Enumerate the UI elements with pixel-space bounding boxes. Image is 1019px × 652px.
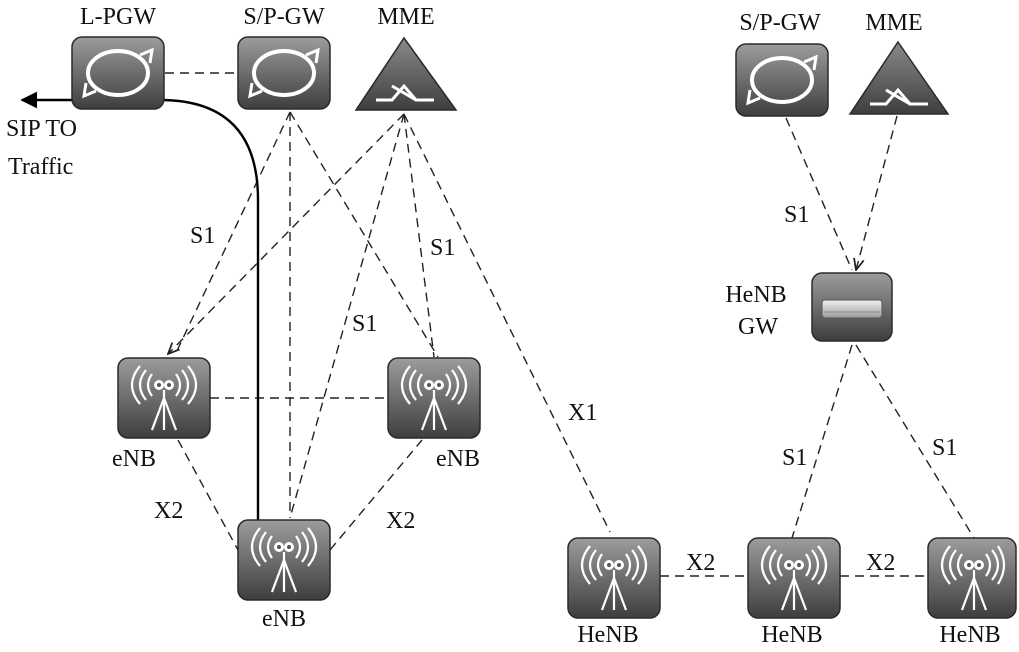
link-mme-henb [403, 113, 611, 533]
link-spgw-enb-right [289, 111, 439, 358]
mme-right-label: MME [865, 10, 922, 36]
link-label-s1-right-top: S1 [784, 202, 809, 228]
link-spgw-right-henbgw [785, 117, 853, 271]
link-label-s1-right-l: S1 [782, 445, 807, 471]
link-mme-right-henbgw [856, 115, 898, 270]
spgw-right-node[interactable] [735, 43, 829, 117]
link-mme-enb-bottom [289, 113, 405, 519]
sip-to-traffic-path [20, 91, 260, 522]
mme-left-label: MME [377, 4, 434, 30]
spgw-right-label: S/P-GW [739, 10, 821, 36]
henb-2-node[interactable] [747, 537, 841, 619]
antenna-nodes [117, 357, 1017, 619]
gateway-loop-icon [735, 43, 829, 117]
link-henbgw-henb3 [855, 344, 975, 539]
link-label-s1-c: S1 [352, 311, 377, 337]
link-label-s1-right-r: S1 [932, 435, 957, 461]
spgw-left-node[interactable] [237, 36, 331, 110]
enb-bottom-node[interactable] [237, 519, 331, 601]
enb-right-label: eNB [436, 446, 480, 472]
enb-left-node[interactable] [117, 357, 211, 439]
lpgw-node[interactable] [71, 36, 165, 110]
henb-3-label: HeNB [939, 622, 1000, 647]
spgw-left-label: S/P-GW [243, 4, 325, 30]
mme-triangle-icon [848, 40, 950, 115]
henb-1-label: HeNB [577, 622, 638, 647]
henb-gw-node[interactable] [811, 272, 893, 342]
enb-right-node[interactable] [387, 357, 481, 439]
mme-right-node[interactable] [848, 40, 950, 115]
gateway-loop-icon [237, 36, 331, 110]
gateway-loop-icon [71, 36, 165, 110]
link-label-s1-a: S1 [190, 223, 215, 249]
henb-2-label: HeNB [761, 622, 822, 647]
link-label-s1-b: S1 [430, 235, 455, 261]
henb-gw-label-line2: GW [738, 314, 778, 340]
link-label-x2-left: X2 [154, 498, 183, 524]
henb-gw-label-line1: HeNB [725, 282, 786, 308]
node-labels: L-PGW S/P-GW MME S/P-GW MME HeNB GW eNB … [6, 4, 1001, 648]
henb-3-node[interactable] [927, 537, 1017, 619]
link-x2-right [329, 439, 423, 551]
link-label-x1: X1 [568, 400, 597, 426]
link-label-x2-henb-b: X2 [866, 550, 895, 576]
link-x2-left [177, 439, 239, 551]
link-lines [165, 72, 975, 577]
mme-triangle-icon [354, 36, 458, 111]
link-henbgw-henb2 [791, 344, 853, 539]
link-label-x2-henb-a: X2 [686, 550, 715, 576]
enb-bottom-label: eNB [262, 606, 306, 632]
antenna-tower-icon [927, 537, 1017, 619]
link-label-x2-right: X2 [386, 508, 415, 534]
traffic-label-line1: SIP TO [6, 116, 77, 142]
mme-left-node[interactable] [354, 36, 458, 111]
link-mme-enb-right [403, 113, 435, 358]
link-mme-enb-left [168, 113, 405, 354]
link-labels: S1 S1 S1 S1 S1 S1 X1 X2 X2 X2 X2 [154, 202, 957, 576]
lpgw-label: L-PGW [80, 4, 156, 30]
henb-1-node[interactable] [567, 537, 661, 619]
traffic-label-line2: Traffic [8, 154, 73, 180]
enb-left-label: eNB [112, 446, 156, 472]
